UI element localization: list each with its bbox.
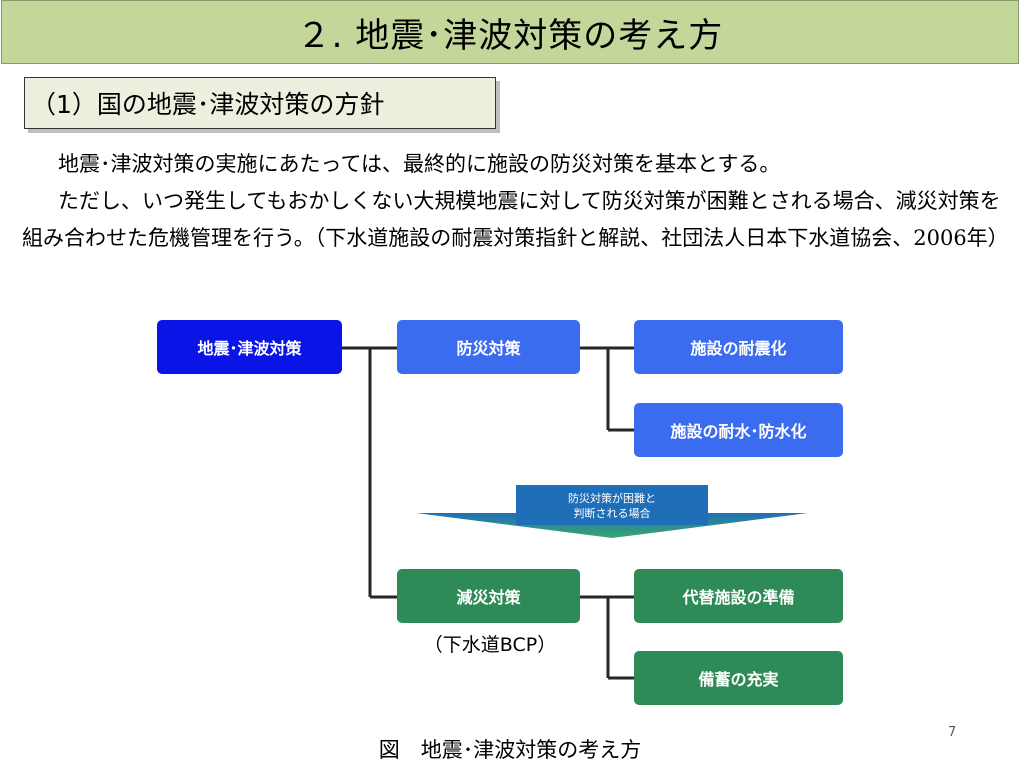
section-heading: （1）国の地震･津波対策の方針 <box>24 77 496 129</box>
condition-arrow <box>416 513 808 538</box>
node-waterproofing-label: 施設の耐水･防水化 <box>670 422 807 441</box>
node-stockpile: 備蓄の充実 <box>634 651 843 705</box>
condition-label: 防災対策が困難と 判断される場合 <box>516 486 708 526</box>
paragraph-basic-policy: 地震･津波対策の実施にあたっては、最終的に施設の防災対策を基本とする。 <box>58 152 781 176</box>
node-alternative-facilities: 代替施設の準備 <box>634 569 843 623</box>
section-heading-text: （1）国の地震･津波対策の方針 <box>31 90 385 119</box>
page-number: 7 <box>948 725 957 740</box>
node-waterproofing: 施設の耐水･防水化 <box>634 403 843 457</box>
node-disaster-mitigation: 減災対策 <box>397 569 580 623</box>
node-seismic-retrofit-label: 施設の耐震化 <box>690 339 787 358</box>
node-root-label: 地震･津波対策 <box>197 339 302 358</box>
body-text: 地震･津波対策の実施にあたっては、最終的に施設の防災対策を基本とする。 ただし、… <box>22 146 1009 257</box>
node-prevention-label: 防災対策 <box>456 339 521 358</box>
node-alternative-facilities-label: 代替施設の準備 <box>682 588 795 607</box>
slide-title-text: ２. 地震･津波対策の考え方 <box>296 15 724 56</box>
condition-arrow-box <box>516 485 708 525</box>
node-earthquake-tsunami-measures: 地震･津波対策 <box>157 320 342 374</box>
node-disaster-prevention: 防災対策 <box>397 320 580 374</box>
condition-label-line1: 防災対策が困難と <box>568 492 656 505</box>
figure-caption: 図 地震･津波対策の考え方 <box>378 738 642 762</box>
condition-label-line2: 判断される場合 <box>573 507 651 520</box>
paragraph-crisis-management: ただし、いつ発生してもおかしくない大規模地震に対して防災対策が困難とされる場合、… <box>22 189 1009 250</box>
node-seismic-retrofit: 施設の耐震化 <box>634 320 843 374</box>
slide-title: ２. 地震･津波対策の考え方 <box>1 0 1019 64</box>
node-mitigation-label: 減災対策 <box>456 588 521 607</box>
node-stockpile-label: 備蓄の充実 <box>698 670 779 689</box>
mitigation-bcp-note: （下水道BCP） <box>423 634 557 656</box>
